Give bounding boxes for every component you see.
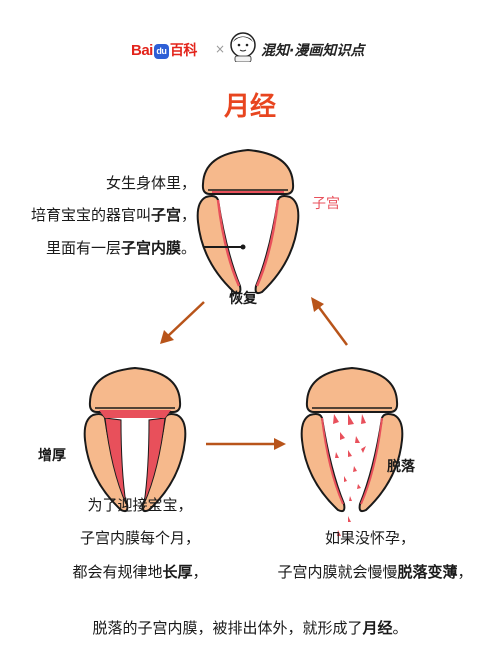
- footer-summary: 脱落的子宫内膜，被排出体外，就形成了月经。: [92, 619, 408, 637]
- baidu-paw-icon: du: [153, 44, 169, 59]
- collab-separator: ×: [215, 42, 226, 56]
- uterus-thicken: [83, 367, 187, 513]
- uterus-label: 子宫: [312, 196, 340, 212]
- partner-name: 混知·漫画知识点: [261, 43, 365, 59]
- shed-line-1: 如果没怀孕，: [324, 529, 415, 547]
- intro-line-2: 培育宝宝的器官叫子宫，: [30, 206, 196, 224]
- thicken-line-2: 子宫内膜每个月，: [79, 529, 200, 547]
- intro-line-1: 女生身体里，: [105, 174, 196, 192]
- intro-line-3: 里面有一层子宫内膜。: [45, 239, 196, 257]
- cycle-arrows: [160, 297, 349, 450]
- page-title: 月经: [223, 92, 276, 122]
- uterus-recover: [196, 149, 300, 295]
- stage-shed-label: 脱落: [387, 459, 415, 475]
- shed-line-2: 子宫内膜就会慢慢脱落变薄，: [277, 563, 473, 581]
- stage-thicken-label: 增厚: [38, 448, 66, 464]
- stage-recover-label: 恢复: [229, 291, 257, 307]
- uterus-shed: [300, 367, 404, 536]
- thicken-line-3: 都会有规律地长厚，: [72, 563, 208, 581]
- thicken-line-1: 为了迎接宝宝，: [87, 496, 193, 514]
- avatar-icon: [230, 32, 256, 62]
